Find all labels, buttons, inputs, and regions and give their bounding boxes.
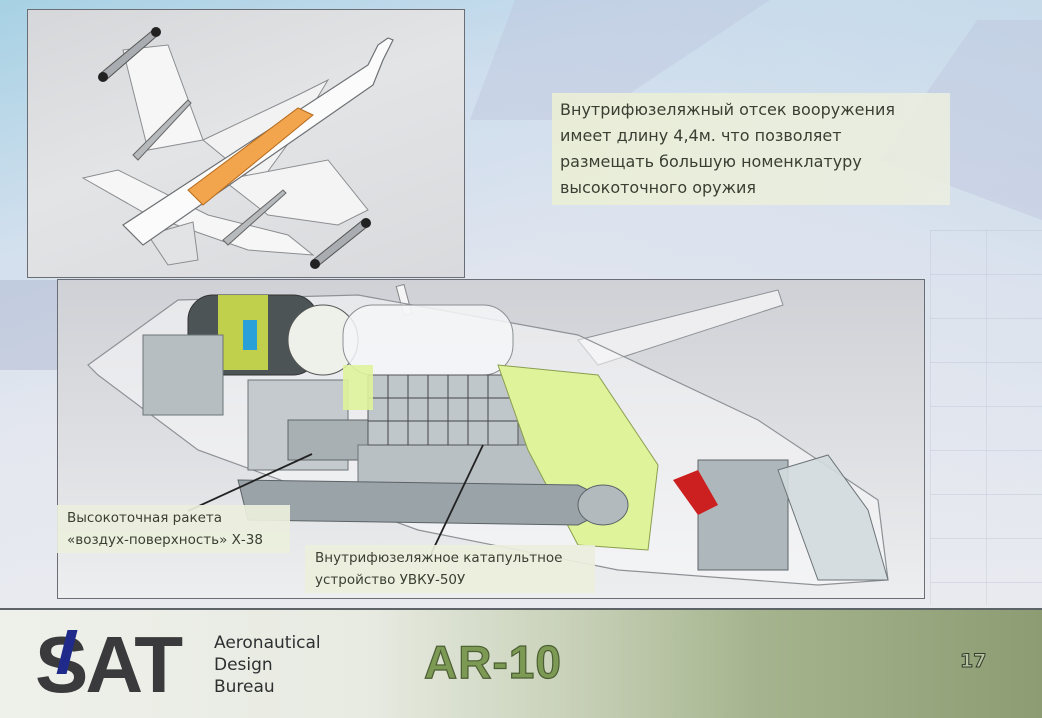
model-title: AR-10: [423, 635, 562, 688]
slide-footer: SAT Aeronautical Design Bureau AR-10 17: [0, 610, 1042, 718]
catapult-callout: Внутрифюзеляжное катапультное устройство…: [305, 545, 595, 593]
bureau-line: Aeronautical: [214, 633, 321, 653]
weapons-bay-illustration: [27, 9, 465, 278]
bureau-line: Bureau: [214, 677, 275, 697]
bureau-line: Design: [214, 655, 273, 675]
weapons-bay-callout: Внутрифюзеляжный отсек вооружения имеет …: [552, 93, 950, 205]
page-number: 17: [959, 650, 987, 673]
aircraft-cutaway-drawing: [87, 283, 889, 586]
callout-line: «воздух-поверхность» Х-38: [67, 532, 263, 548]
aircraft-underside-drawing: [81, 27, 394, 269]
background-shard: [0, 280, 57, 370]
callout-line: высокоточного оружия: [560, 178, 757, 197]
background-blueprint-grid: [930, 230, 1042, 605]
callout-line: размещать большую номенклатуру: [560, 152, 862, 171]
callout-line: имеет длину 4,4м. что позволяет: [560, 126, 842, 145]
bureau-name: Aeronautical Design Bureau: [214, 632, 321, 698]
callout-line: Высокоточная ракета: [67, 510, 223, 526]
callout-line: Внутрифюзеляжное катапультное: [315, 550, 563, 566]
missile-callout: Высокоточная ракета «воздух-поверхность»…: [57, 505, 290, 553]
callout-line: устройство УВКУ-50У: [315, 572, 466, 588]
sat-logo: SAT: [35, 625, 183, 705]
footer-divider: [0, 608, 1042, 610]
callout-line: Внутрифюзеляжный отсек вооружения: [560, 100, 895, 119]
cutaway-illustration: [57, 279, 925, 599]
logo-letters-at: AT: [85, 620, 183, 709]
